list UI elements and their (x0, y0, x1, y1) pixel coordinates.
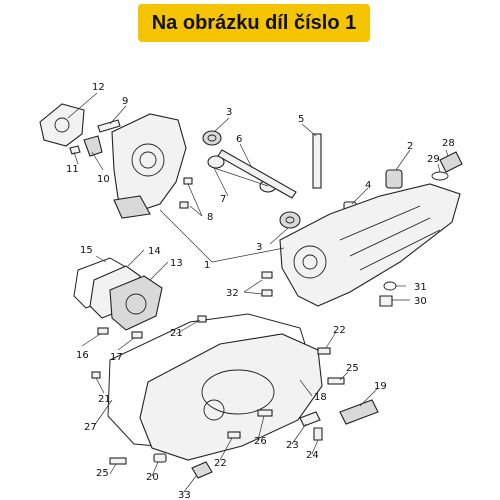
part-21-dowel-left (91, 371, 101, 379)
callout-22-top: 22 (333, 325, 346, 336)
callout-3-top: 3 (226, 107, 232, 118)
callout-29: 29 (427, 154, 440, 165)
callout-13: 13 (170, 258, 183, 269)
part-3-bearing-bottom-inner (285, 216, 295, 224)
part-7-seal-a (207, 155, 225, 169)
callout-1: 1 (204, 260, 210, 271)
callout-20: 20 (146, 472, 159, 483)
part-1-crankcase-left (111, 113, 187, 213)
part-33-cap (191, 461, 213, 479)
part-28-fitting (439, 151, 463, 173)
callout-17: 17 (110, 352, 123, 363)
part-31-washer (383, 281, 397, 291)
callout-21-left: 21 (98, 394, 111, 405)
part-5-pin (312, 133, 322, 189)
part-3-bearing-bottom (279, 211, 301, 229)
callout-10: 10 (97, 174, 110, 185)
part-8-dowel-a (183, 177, 193, 185)
part-22-bolt-top (317, 347, 331, 355)
callout-labels: 12 9 11 10 3 6 5 2 4 28 29 8 7 3 1 15 14… (66, 82, 455, 500)
cover-boss (201, 369, 275, 415)
part-25-bolt-left (109, 457, 127, 465)
callout-21-top: 21 (170, 328, 183, 339)
callout-5: 5 (298, 114, 304, 125)
part-13-pump (109, 275, 163, 331)
callout-27: 27 (84, 422, 97, 433)
crankcase-right-bore (293, 245, 327, 279)
callout-25-left: 25 (96, 468, 109, 479)
callout-26: 26 (254, 436, 267, 447)
part-21-dowel-top (197, 315, 207, 323)
callout-8: 8 (207, 212, 213, 223)
part-20-plug (153, 453, 167, 463)
leader-lines (67, 92, 449, 493)
callout-19: 19 (374, 381, 387, 392)
part-3-bearing-top (202, 130, 222, 146)
crankcase-right-ribs (339, 205, 441, 271)
part-30-bolt (379, 295, 393, 307)
callout-32: 32 (226, 288, 239, 299)
part-13-pump-rotor (125, 293, 147, 315)
callout-3-bottom: 3 (256, 242, 262, 253)
part-26-bolt (257, 409, 273, 417)
callout-15: 15 (80, 245, 93, 256)
part-12-hole (54, 117, 70, 133)
crankcase-right-bore-inner (302, 254, 318, 270)
callout-2: 2 (407, 141, 413, 152)
cover-plug (203, 399, 225, 421)
part-23-clamp (299, 411, 321, 427)
part-2-bushing (385, 169, 403, 189)
callout-6: 6 (236, 134, 242, 145)
part-24-bolt (313, 427, 323, 441)
part-18-cover (139, 333, 323, 461)
callout-4: 4 (365, 180, 371, 191)
part-32-bolt-b (261, 289, 273, 297)
callout-12: 12 (92, 82, 105, 93)
part-29-oring (431, 171, 449, 181)
part-1-crankcase-right (279, 183, 461, 307)
part-17-bolt (131, 331, 143, 339)
callout-16: 16 (76, 350, 89, 361)
crankcase-left-bore (131, 143, 165, 177)
part-19-label (339, 399, 379, 425)
callout-7: 7 (220, 194, 226, 205)
callout-33: 33 (178, 490, 191, 500)
callout-24: 24 (306, 450, 319, 461)
part-16-bolt (97, 327, 109, 335)
callout-22-bottom: 22 (214, 458, 227, 469)
part-11-bolt (69, 145, 81, 155)
crankcase-left-bore-inner (139, 151, 157, 169)
part-3-bearing-top-inner (207, 134, 217, 142)
callout-14: 14 (148, 246, 161, 257)
part-8-dowel-b (179, 201, 189, 209)
callout-30: 30 (414, 296, 427, 307)
part-12-plate (39, 103, 85, 147)
banner-title: Na obrázku díl číslo 1 (151, 11, 357, 34)
crankcase-left-foot (113, 195, 151, 219)
callout-18: 18 (314, 392, 327, 403)
part-25-bolt-right (327, 377, 345, 385)
title-banner: Na obrázku díl číslo 1 (138, 4, 370, 42)
callout-11: 11 (66, 164, 79, 175)
callout-31: 31 (414, 282, 427, 293)
part-22-bolt-bottom (227, 431, 241, 439)
part-6-shaft (217, 149, 297, 199)
part-10-bracket (83, 135, 103, 157)
callout-9: 9 (122, 96, 128, 107)
callout-25-right: 25 (346, 363, 359, 374)
callout-28: 28 (442, 138, 455, 149)
callout-23: 23 (286, 440, 299, 451)
part-32-bolt-a (261, 271, 273, 279)
